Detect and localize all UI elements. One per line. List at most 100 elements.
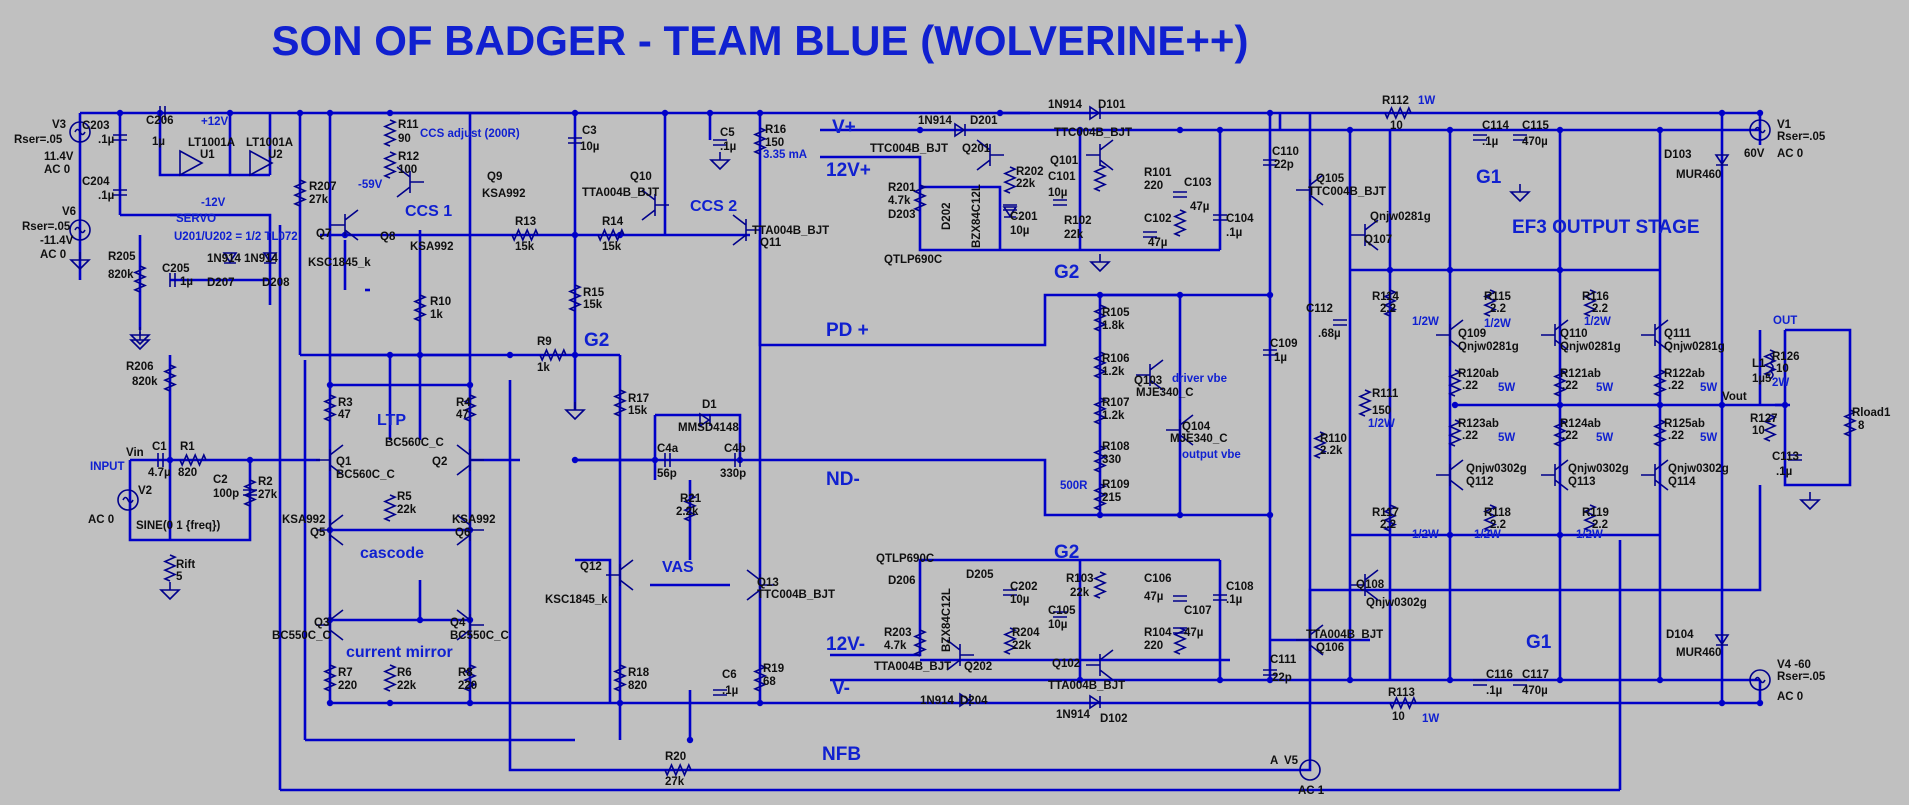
label-c206v: 1µ bbox=[152, 136, 165, 148]
label-r113v: 10 bbox=[1392, 711, 1405, 723]
ground-symbol bbox=[709, 152, 731, 171]
diode-symbol bbox=[1089, 105, 1101, 121]
label-q105v: TTC004B_BJT bbox=[1308, 186, 1386, 198]
capacitor-symbol bbox=[734, 453, 741, 467]
label-l1: L1 bbox=[1752, 358, 1766, 370]
resistor-symbol bbox=[597, 227, 625, 243]
label-r123: R123ab bbox=[1458, 418, 1499, 430]
ground-label-g2b: G2 bbox=[1054, 262, 1079, 283]
label-r21v: 2.2k bbox=[676, 506, 699, 518]
diode-symbol bbox=[222, 252, 238, 264]
label-rload: Rload1 bbox=[1852, 407, 1891, 419]
junction-dot bbox=[1266, 676, 1274, 684]
junction-dot bbox=[686, 736, 694, 744]
label-q102: Q102 bbox=[1052, 658, 1080, 670]
transistor-symbol bbox=[1541, 459, 1569, 491]
group-ccs1: CCS 1 bbox=[405, 203, 452, 220]
net-vout: Vout bbox=[1722, 391, 1747, 403]
label-d103: D103 bbox=[1664, 149, 1692, 161]
label-c104v: .1µ bbox=[1226, 227, 1242, 239]
label-q109v: Qnjw0281g bbox=[1458, 341, 1519, 353]
junction-dot bbox=[326, 699, 334, 707]
label-q202: Q202 bbox=[964, 661, 992, 673]
label-q106v: TTA004B_BJT bbox=[1306, 629, 1383, 641]
label-d208: 1N914 bbox=[244, 253, 278, 265]
resistor-symbol bbox=[462, 394, 478, 422]
label-r5v: 22k bbox=[397, 504, 417, 516]
capacitor-symbol bbox=[713, 689, 727, 696]
capacitor-symbol bbox=[1053, 611, 1067, 618]
junction-dot bbox=[756, 109, 764, 117]
label-r108: R108 bbox=[1102, 441, 1130, 453]
label-r124p: 5W bbox=[1596, 432, 1613, 444]
junction-dot bbox=[1656, 676, 1664, 684]
wires bbox=[78, 111, 1852, 792]
label-q101v: TTC004B_BJT bbox=[1054, 127, 1132, 139]
capacitor-symbol bbox=[1213, 214, 1227, 221]
label-r118v: 2.2 bbox=[1490, 519, 1506, 531]
label-q4v: BC550C_C bbox=[450, 630, 509, 642]
transistor-symbol bbox=[456, 609, 484, 641]
group-servo: SERVO bbox=[176, 213, 216, 225]
junction-dot bbox=[326, 381, 334, 389]
label-c206: C206 bbox=[146, 115, 174, 127]
transistor-symbol bbox=[1436, 319, 1464, 351]
label-r206v: 820k bbox=[132, 376, 158, 388]
label-r9v: 1k bbox=[537, 362, 550, 374]
voltage-source-symbol bbox=[1749, 669, 1771, 691]
junction-dot bbox=[386, 109, 394, 117]
label-r19: R19 bbox=[763, 663, 784, 675]
diode-symbol bbox=[954, 122, 966, 138]
label-r126p: 2W bbox=[1772, 377, 1789, 389]
resistor-symbol bbox=[1092, 445, 1108, 473]
capacitor-symbol bbox=[113, 134, 127, 141]
junction-dot bbox=[661, 109, 669, 117]
junction-dot bbox=[386, 351, 394, 359]
transistor-symbol bbox=[1541, 319, 1569, 351]
transistor-symbol bbox=[1296, 174, 1324, 206]
capacitor-symbol bbox=[113, 189, 127, 196]
net-labels: V+ 12V+ PD + ND- 12V- V- NFB OUT Vout CC… bbox=[90, 116, 1797, 765]
transistor-symbol bbox=[1351, 569, 1379, 601]
label-r21: R21 bbox=[680, 493, 702, 505]
label-l1v: 1µ5 bbox=[1752, 373, 1772, 385]
net-vminus: V- bbox=[832, 678, 850, 699]
label-q2v: BC560C_C bbox=[385, 437, 444, 449]
resistor-symbol bbox=[1357, 389, 1373, 417]
label-c112v: .68µ bbox=[1318, 328, 1341, 340]
label-q108v: Qnjw0302g bbox=[1366, 597, 1427, 609]
label-c4b: C4b bbox=[724, 443, 746, 455]
label-q104v: MJE340_C bbox=[1170, 433, 1228, 445]
label-q5: Q5 bbox=[310, 527, 326, 539]
junction-dot bbox=[1556, 126, 1564, 134]
capacitor-symbol bbox=[1263, 159, 1277, 166]
label-v6b: AC 0 bbox=[40, 249, 66, 261]
label-v3b: AC 0 bbox=[44, 164, 70, 176]
transistor-symbol bbox=[732, 214, 760, 246]
resistor-symbol bbox=[612, 664, 628, 692]
junction-dot bbox=[326, 109, 334, 117]
capacitor-symbol bbox=[1333, 319, 1347, 326]
label-d206: D206 bbox=[888, 575, 916, 587]
junction-dot bbox=[1718, 401, 1726, 409]
label-r102: R102 bbox=[1064, 215, 1092, 227]
resistor-symbol bbox=[462, 664, 478, 692]
ground-label-g2c: G2 bbox=[1054, 542, 1079, 563]
junction-dot bbox=[1556, 676, 1564, 684]
resistor-symbol bbox=[567, 284, 583, 312]
junction-dot bbox=[571, 231, 579, 239]
junction-dot bbox=[1446, 126, 1454, 134]
label-c5: C5 bbox=[720, 127, 735, 139]
label-r124v: .22 bbox=[1562, 430, 1578, 442]
label-q4: Q4 bbox=[450, 617, 466, 629]
label-c108: C108 bbox=[1226, 581, 1254, 593]
group-driver-vbe: driver vbe bbox=[1172, 373, 1227, 385]
label-v5a: A bbox=[1270, 755, 1278, 767]
label-v3r: Rser=.05 bbox=[14, 134, 63, 146]
junction-dot bbox=[1718, 699, 1726, 707]
label-r7: R7 bbox=[338, 667, 353, 679]
label-c110: C110 bbox=[1272, 146, 1299, 158]
label-d204b: D204 bbox=[960, 695, 988, 707]
label-v3a: 11.4V bbox=[44, 151, 74, 163]
transistor-symbol bbox=[641, 189, 669, 221]
